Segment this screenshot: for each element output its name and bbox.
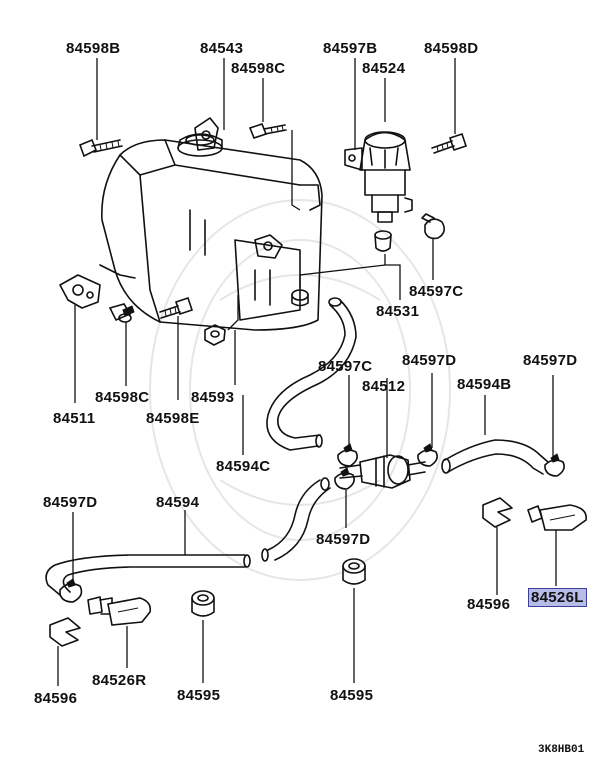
grommet-84531[interactable]	[374, 230, 392, 252]
bolt-84598C-bottom[interactable]	[108, 303, 135, 323]
bolt-84598B[interactable]	[78, 138, 123, 158]
clip-84597D-mid[interactable]	[417, 443, 438, 467]
clip-84596-left[interactable]	[49, 617, 81, 647]
label-84593[interactable]: 84593	[191, 389, 235, 406]
label-84594B[interactable]: 84594B	[457, 376, 512, 393]
label-84597C-mid[interactable]: 84597C	[318, 358, 373, 375]
diagram-code: 3K8HB01	[538, 744, 585, 756]
nozzle-84526R[interactable]	[87, 596, 152, 626]
bolt-84598E[interactable]	[159, 296, 194, 319]
bolt-84598C-top[interactable]	[248, 123, 287, 139]
label-84597D-right[interactable]: 84597D	[523, 352, 578, 369]
bolt-84598D[interactable]	[431, 132, 468, 154]
washer-pump-motor[interactable]	[344, 131, 413, 223]
hose-84594B[interactable]	[441, 439, 549, 475]
label-84598E[interactable]: 84598E	[146, 410, 200, 427]
grommet-84595-left[interactable]	[191, 590, 215, 617]
clip-84597C-mid[interactable]	[337, 443, 358, 467]
label-84594[interactable]: 84594	[156, 494, 200, 511]
label-84598C-bottom[interactable]: 84598C	[95, 389, 150, 406]
hose-84594C[interactable]	[266, 297, 357, 451]
label-84511[interactable]: 84511	[53, 410, 96, 427]
label-84595-left[interactable]: 84595	[177, 687, 221, 704]
label-84531[interactable]: 84531	[376, 303, 420, 320]
grommet-84595-right[interactable]	[342, 558, 366, 585]
label-84597D-low[interactable]: 84597D	[316, 531, 371, 548]
label-84598C-top[interactable]: 84598C	[231, 60, 286, 77]
label-84595-right[interactable]: 84595	[330, 687, 374, 704]
label-84543[interactable]: 84543	[200, 40, 244, 57]
nut-84593[interactable]	[204, 324, 226, 346]
label-84524[interactable]: 84524	[362, 60, 406, 77]
label-84596-left[interactable]: 84596	[34, 690, 78, 707]
label-84598D[interactable]: 84598D	[424, 40, 479, 57]
clip-84596-right[interactable]	[482, 497, 513, 528]
label-84597D-left[interactable]: 84597D	[43, 494, 98, 511]
label-84526R[interactable]: 84526R	[92, 672, 147, 689]
leader-lines	[57, 58, 557, 686]
reservoir-tank[interactable]	[99, 117, 323, 331]
label-84594C[interactable]: 84594C	[216, 458, 271, 475]
bracket-84511[interactable]	[59, 274, 101, 309]
label-84597C-top[interactable]: 84597C	[409, 283, 464, 300]
check-valve-84512[interactable]	[339, 454, 426, 489]
label-84596-right[interactable]: 84596	[467, 596, 511, 613]
clip-84597D-right[interactable]	[544, 453, 565, 477]
label-84597D-mid[interactable]: 84597D	[402, 352, 457, 369]
label-84512[interactable]: 84512	[362, 378, 406, 395]
nozzle-84526L[interactable]	[527, 504, 587, 531]
label-84598B-top[interactable]: 84598B	[66, 40, 121, 57]
clip-84597D-low[interactable]	[334, 467, 355, 490]
label-84597B[interactable]: 84597B	[323, 40, 378, 57]
label-84526L[interactable]: 84526L	[528, 588, 587, 607]
clip-84597C-top[interactable]	[421, 213, 446, 240]
hose-84594[interactable]	[45, 477, 331, 596]
